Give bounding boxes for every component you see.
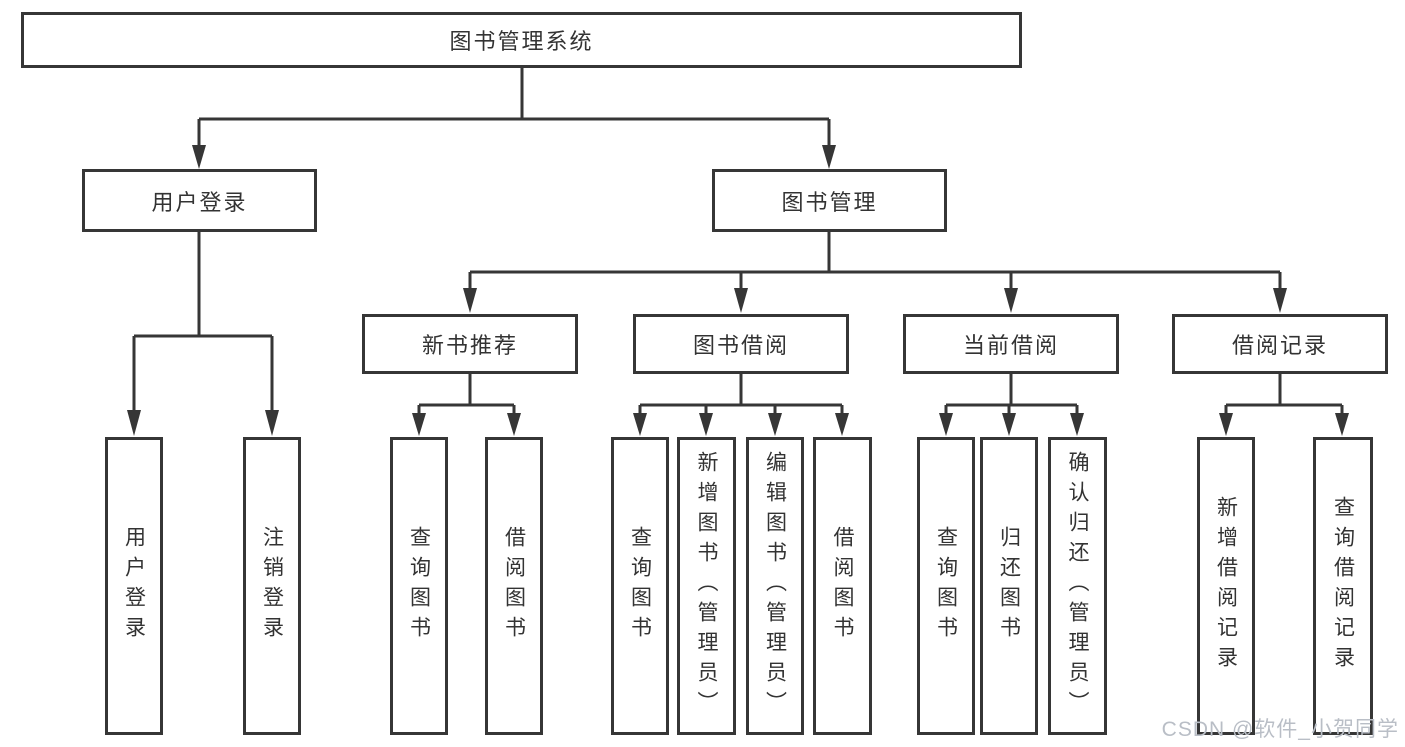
node-user-login: 用户登录 — [82, 169, 317, 232]
node-label: 查询图书 — [407, 526, 431, 646]
watermark: CSDN @软件_小贺同学 — [1161, 718, 1399, 741]
leaf-return-books: 归还图书 — [980, 437, 1038, 735]
node-label: 查询图书 — [934, 526, 958, 646]
node-label: 新书推荐 — [421, 333, 518, 358]
node-new-book-recommendation: 新书推荐 — [362, 314, 578, 374]
node-book-management: 图书管理 — [712, 169, 947, 232]
node-borrowing-records: 借阅记录 — [1172, 314, 1388, 374]
node-label: 借阅记录 — [1231, 333, 1328, 358]
node-label: 确认归还（管理员） — [1066, 451, 1089, 721]
leaf-query-borrow-record: 查询借阅记录 — [1313, 437, 1373, 735]
node-label: 借阅图书 — [502, 526, 526, 646]
node-label: 新增借阅记录 — [1214, 496, 1238, 676]
node-label: 新增图书（管理员） — [695, 451, 718, 721]
leaf-confirm-return-admin: 确认归还（管理员） — [1048, 437, 1107, 735]
leaf-borrow-books-recommend: 借阅图书 — [485, 437, 543, 735]
node-current-borrowing: 当前借阅 — [903, 314, 1119, 374]
node-label: 用户登录 — [151, 189, 248, 215]
node-label: 图书借阅 — [692, 333, 789, 358]
leaf-add-borrow-record: 新增借阅记录 — [1197, 437, 1255, 735]
node-label: 用户登录 — [122, 526, 146, 646]
node-book-borrowing: 图书借阅 — [633, 314, 849, 374]
node-label: 借阅图书 — [831, 526, 854, 646]
node-label: 图书管理系统 — [449, 29, 594, 54]
leaf-user-login: 用户登录 — [105, 437, 163, 735]
node-label: 查询图书 — [628, 526, 652, 646]
leaf-borrow-books: 借阅图书 — [813, 437, 872, 735]
node-library-management-system: 图书管理系统 — [21, 12, 1022, 68]
leaf-query-books-current: 查询图书 — [917, 437, 975, 735]
node-label: 图书管理 — [781, 189, 878, 215]
node-label: 查询借阅记录 — [1331, 496, 1355, 676]
leaf-edit-books-admin: 编辑图书（管理员） — [746, 437, 804, 735]
leaf-logout: 注销登录 — [243, 437, 301, 735]
node-label: 归还图书 — [997, 526, 1021, 646]
node-label: 编辑图书（管理员） — [763, 451, 787, 721]
leaf-query-books-borrowing: 查询图书 — [611, 437, 669, 735]
node-label: 当前借阅 — [962, 333, 1059, 358]
leaf-add-books-admin: 新增图书（管理员） — [677, 437, 736, 735]
node-label: 注销登录 — [260, 526, 284, 646]
leaf-query-books-recommend: 查询图书 — [390, 437, 448, 735]
